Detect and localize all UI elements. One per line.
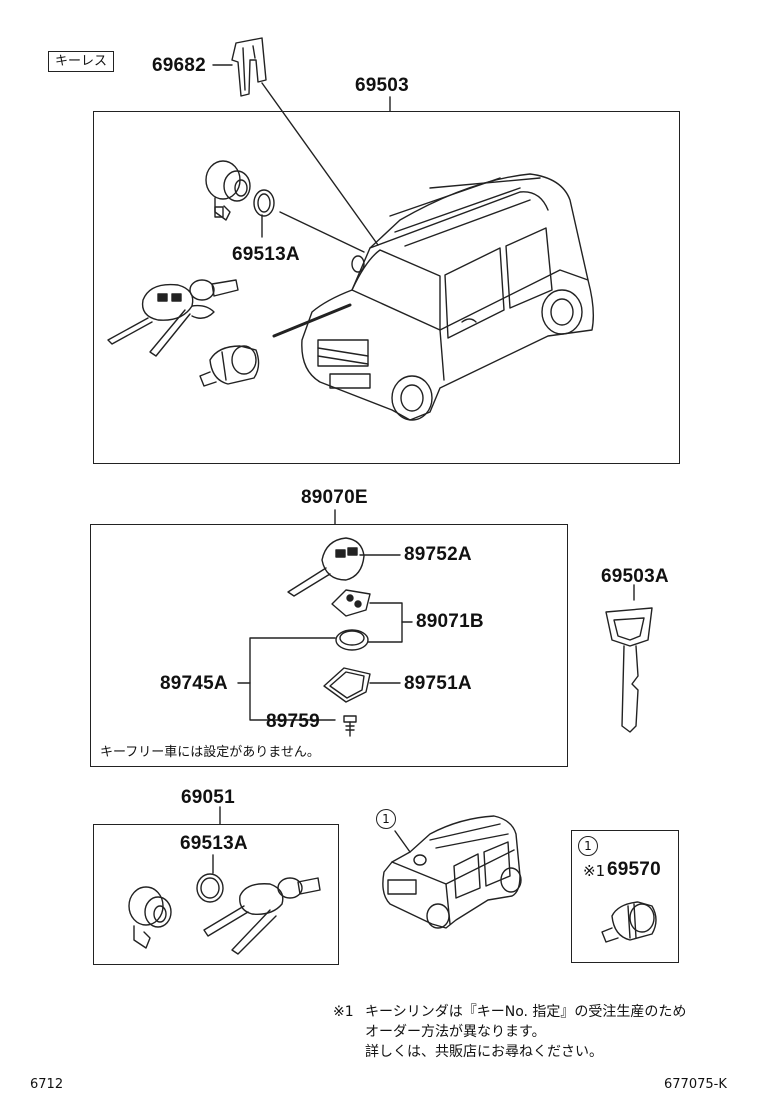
part-69513A-top-label: 69513A <box>232 244 300 265</box>
footnote-line3: 詳しくは、共販店にお尋ねください。 <box>365 1044 603 1060</box>
transmitter-89071B <box>331 589 371 617</box>
footer-page-number: 6712 <box>30 1077 64 1092</box>
remote-keys-top <box>107 279 239 357</box>
car-large <box>301 173 595 421</box>
box-69503 <box>93 111 680 464</box>
door-lock-cylinder <box>205 160 251 221</box>
box-69570 <box>571 830 679 963</box>
keyless-tag: キーレス <box>48 51 115 72</box>
clip-69682 <box>231 37 267 97</box>
footnote-mark: ※1 <box>333 1004 354 1020</box>
leader-lines <box>212 64 635 874</box>
part-89745A-label: 89745A <box>160 673 228 694</box>
box-69051 <box>93 824 339 965</box>
footnote-line2: オーダー方法が異なります。 <box>365 1024 546 1040</box>
cylinder-69570 <box>601 901 657 943</box>
footer-catalog-code: 677075-K <box>664 1077 727 1092</box>
part-69682-label: 69682 <box>152 55 206 76</box>
case-89751A <box>323 667 371 703</box>
blank-key-69503A <box>605 607 653 733</box>
part-69051-label: 69051 <box>181 787 235 808</box>
keyfree-note: キーフリー車には設定がありません。 <box>100 745 320 760</box>
footnote-line1: キーシリンダは『キーNo. 指定』の受注生産のため <box>365 1004 687 1020</box>
part-69513A-bottom-label: 69513A <box>180 833 248 854</box>
box-89070E <box>90 524 568 767</box>
part-89752A-label: 89752A <box>404 544 472 565</box>
part-69503A-label: 69503A <box>601 566 669 587</box>
ignition-cylinder <box>199 345 260 387</box>
part-89071B-label: 89071B <box>416 611 484 632</box>
ring-69513A-top <box>253 189 275 217</box>
callout-circle-car: 1 <box>376 809 396 829</box>
car-small <box>382 815 522 929</box>
part-89751A-label: 89751A <box>404 673 472 694</box>
part-69570-mark: ※1 <box>583 862 606 880</box>
part-89759-label: 89759 <box>266 711 320 732</box>
screw-89759 <box>343 715 357 737</box>
battery <box>335 629 369 651</box>
part-69570-label: 69570 <box>607 859 661 880</box>
remote-key-89752A <box>287 537 365 597</box>
callout-circle-box: 1 <box>578 836 598 856</box>
lock-set-69051 <box>128 873 321 955</box>
part-69503-label: 69503 <box>355 75 409 96</box>
part-89070E-label: 89070E <box>301 487 368 508</box>
